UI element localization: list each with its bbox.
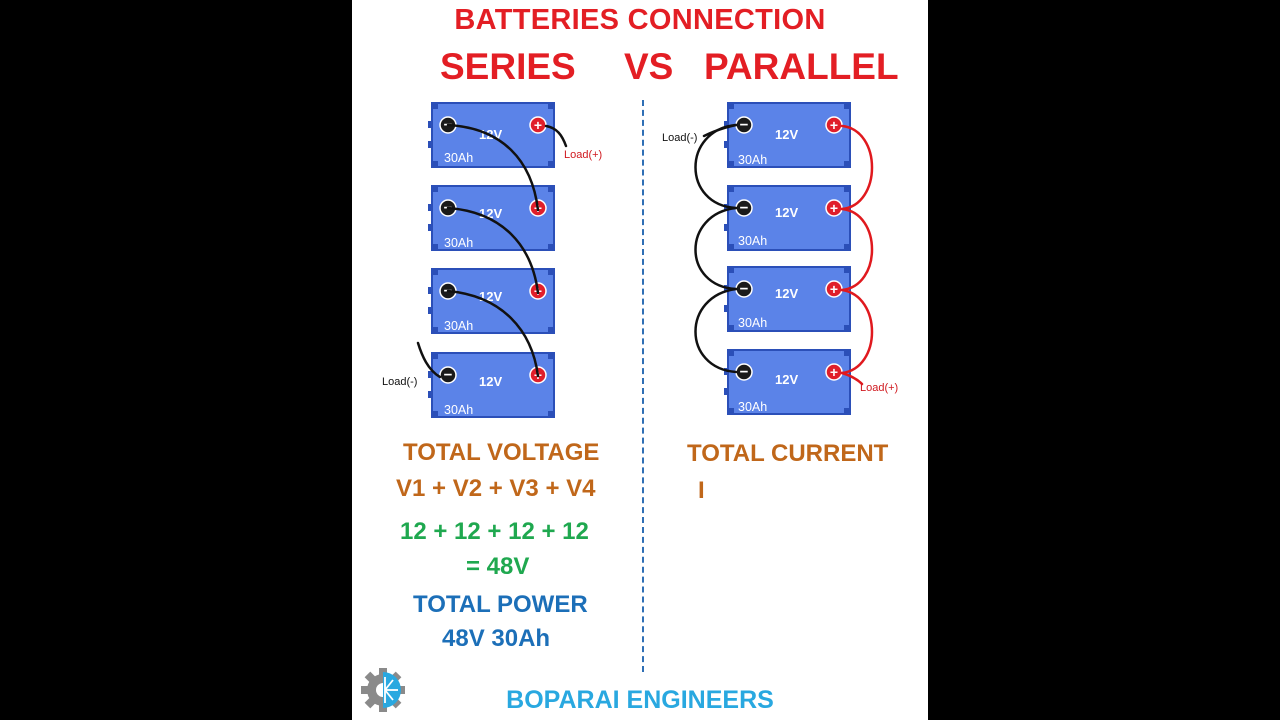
parallel-pos-wire-3-4 bbox=[840, 288, 874, 375]
voltage-formula: V1 + V2 + V3 + V4 bbox=[396, 475, 596, 502]
series-load-pos-label: Load(+) bbox=[564, 149, 602, 161]
parallel-battery-4-voltage: 12V bbox=[775, 372, 798, 387]
parallel-battery-2-plus: + bbox=[830, 200, 838, 216]
series-wires bbox=[416, 123, 568, 379]
vs-heading: VS bbox=[624, 46, 674, 87]
series-load-pos-wire bbox=[544, 124, 568, 148]
parallel-load-pos-wire bbox=[840, 371, 864, 386]
parallel-battery-3-minus: − bbox=[740, 281, 749, 298]
total-power-label: TOTAL POWER bbox=[413, 591, 588, 618]
total-current-label: TOTAL CURRENT bbox=[687, 440, 889, 467]
series-battery-1-capacity: 30Ah bbox=[444, 151, 473, 165]
parallel-battery-4-capacity: 30Ah bbox=[738, 400, 767, 414]
parallel-battery-2-minus: − bbox=[740, 200, 749, 217]
parallel-battery-1-capacity: 30Ah bbox=[738, 153, 767, 167]
parallel-pos-wire-2-3 bbox=[840, 207, 874, 292]
current-formula: I bbox=[698, 477, 705, 504]
series-wire-2-3 bbox=[446, 206, 540, 295]
series-load-neg-wire bbox=[416, 341, 442, 379]
parallel-battery-4-plus: + bbox=[830, 364, 838, 380]
parallel-battery-1-plus: + bbox=[830, 117, 838, 133]
parallel-battery-1-minus: − bbox=[740, 117, 749, 134]
total-power-value: 48V 30Ah bbox=[442, 625, 551, 652]
series-battery-2-capacity: 30Ah bbox=[444, 236, 473, 250]
parallel-battery-3: − + 12V 30Ah bbox=[723, 266, 851, 332]
parallel-battery-4-minus: − bbox=[740, 364, 749, 381]
parallel-battery-1: − + 12V 30Ah bbox=[723, 102, 851, 168]
parallel-load-neg-wire bbox=[702, 123, 738, 138]
parallel-pos-wire-1-2 bbox=[840, 124, 874, 211]
parallel-neg-wire-2-3 bbox=[694, 206, 738, 291]
series-battery-1-plus: + bbox=[534, 117, 542, 133]
parallel-load-pos-label: Load(+) bbox=[860, 382, 898, 394]
parallel-battery-3-plus: + bbox=[830, 281, 838, 297]
parallel-heading: PARALLEL bbox=[704, 46, 899, 87]
series-battery-4-capacity: 30Ah bbox=[444, 403, 473, 417]
gear-snowflake-icon bbox=[361, 668, 405, 712]
center-divider bbox=[642, 100, 644, 672]
series-wire-3-4 bbox=[446, 289, 540, 378]
series-battery-3-capacity: 30Ah bbox=[444, 319, 473, 333]
series-battery-4-voltage: 12V bbox=[479, 374, 502, 389]
series-wire-1-2 bbox=[446, 123, 540, 212]
parallel-battery-1-voltage: 12V bbox=[775, 127, 798, 142]
series-battery-4-minus: − bbox=[444, 367, 453, 384]
page-title: BATTERIES CONNECTION bbox=[454, 4, 826, 36]
parallel-battery-2-voltage: 12V bbox=[775, 205, 798, 220]
parallel-battery-2-capacity: 30Ah bbox=[738, 234, 767, 248]
brand-name: BOPARAI ENGINEERS bbox=[506, 686, 774, 714]
voltage-sum: 12 + 12 + 12 + 12 bbox=[400, 518, 589, 545]
parallel-wires bbox=[694, 123, 874, 386]
parallel-load-neg-label: Load(-) bbox=[662, 132, 697, 144]
parallel-battery-4: − + 12V 30Ah bbox=[723, 349, 851, 415]
parallel-battery-3-capacity: 30Ah bbox=[738, 316, 767, 330]
voltage-result: = 48V bbox=[466, 553, 530, 580]
content-panel: BATTERIES CONNECTION SERIES VS PARALLEL … bbox=[352, 0, 928, 720]
battery-diagram: − + 12V 30Ah − + 12V 30Ah − + 12V 30Ah −… bbox=[361, 102, 898, 712]
parallel-battery-3-voltage: 12V bbox=[775, 286, 798, 301]
series-heading: SERIES bbox=[440, 46, 576, 87]
total-voltage-label: TOTAL VOLTAGE bbox=[403, 439, 600, 466]
parallel-neg-wire-3-4 bbox=[694, 287, 738, 374]
parallel-battery-2: − + 12V 30Ah bbox=[723, 185, 851, 251]
series-load-neg-label: Load(-) bbox=[382, 376, 417, 388]
